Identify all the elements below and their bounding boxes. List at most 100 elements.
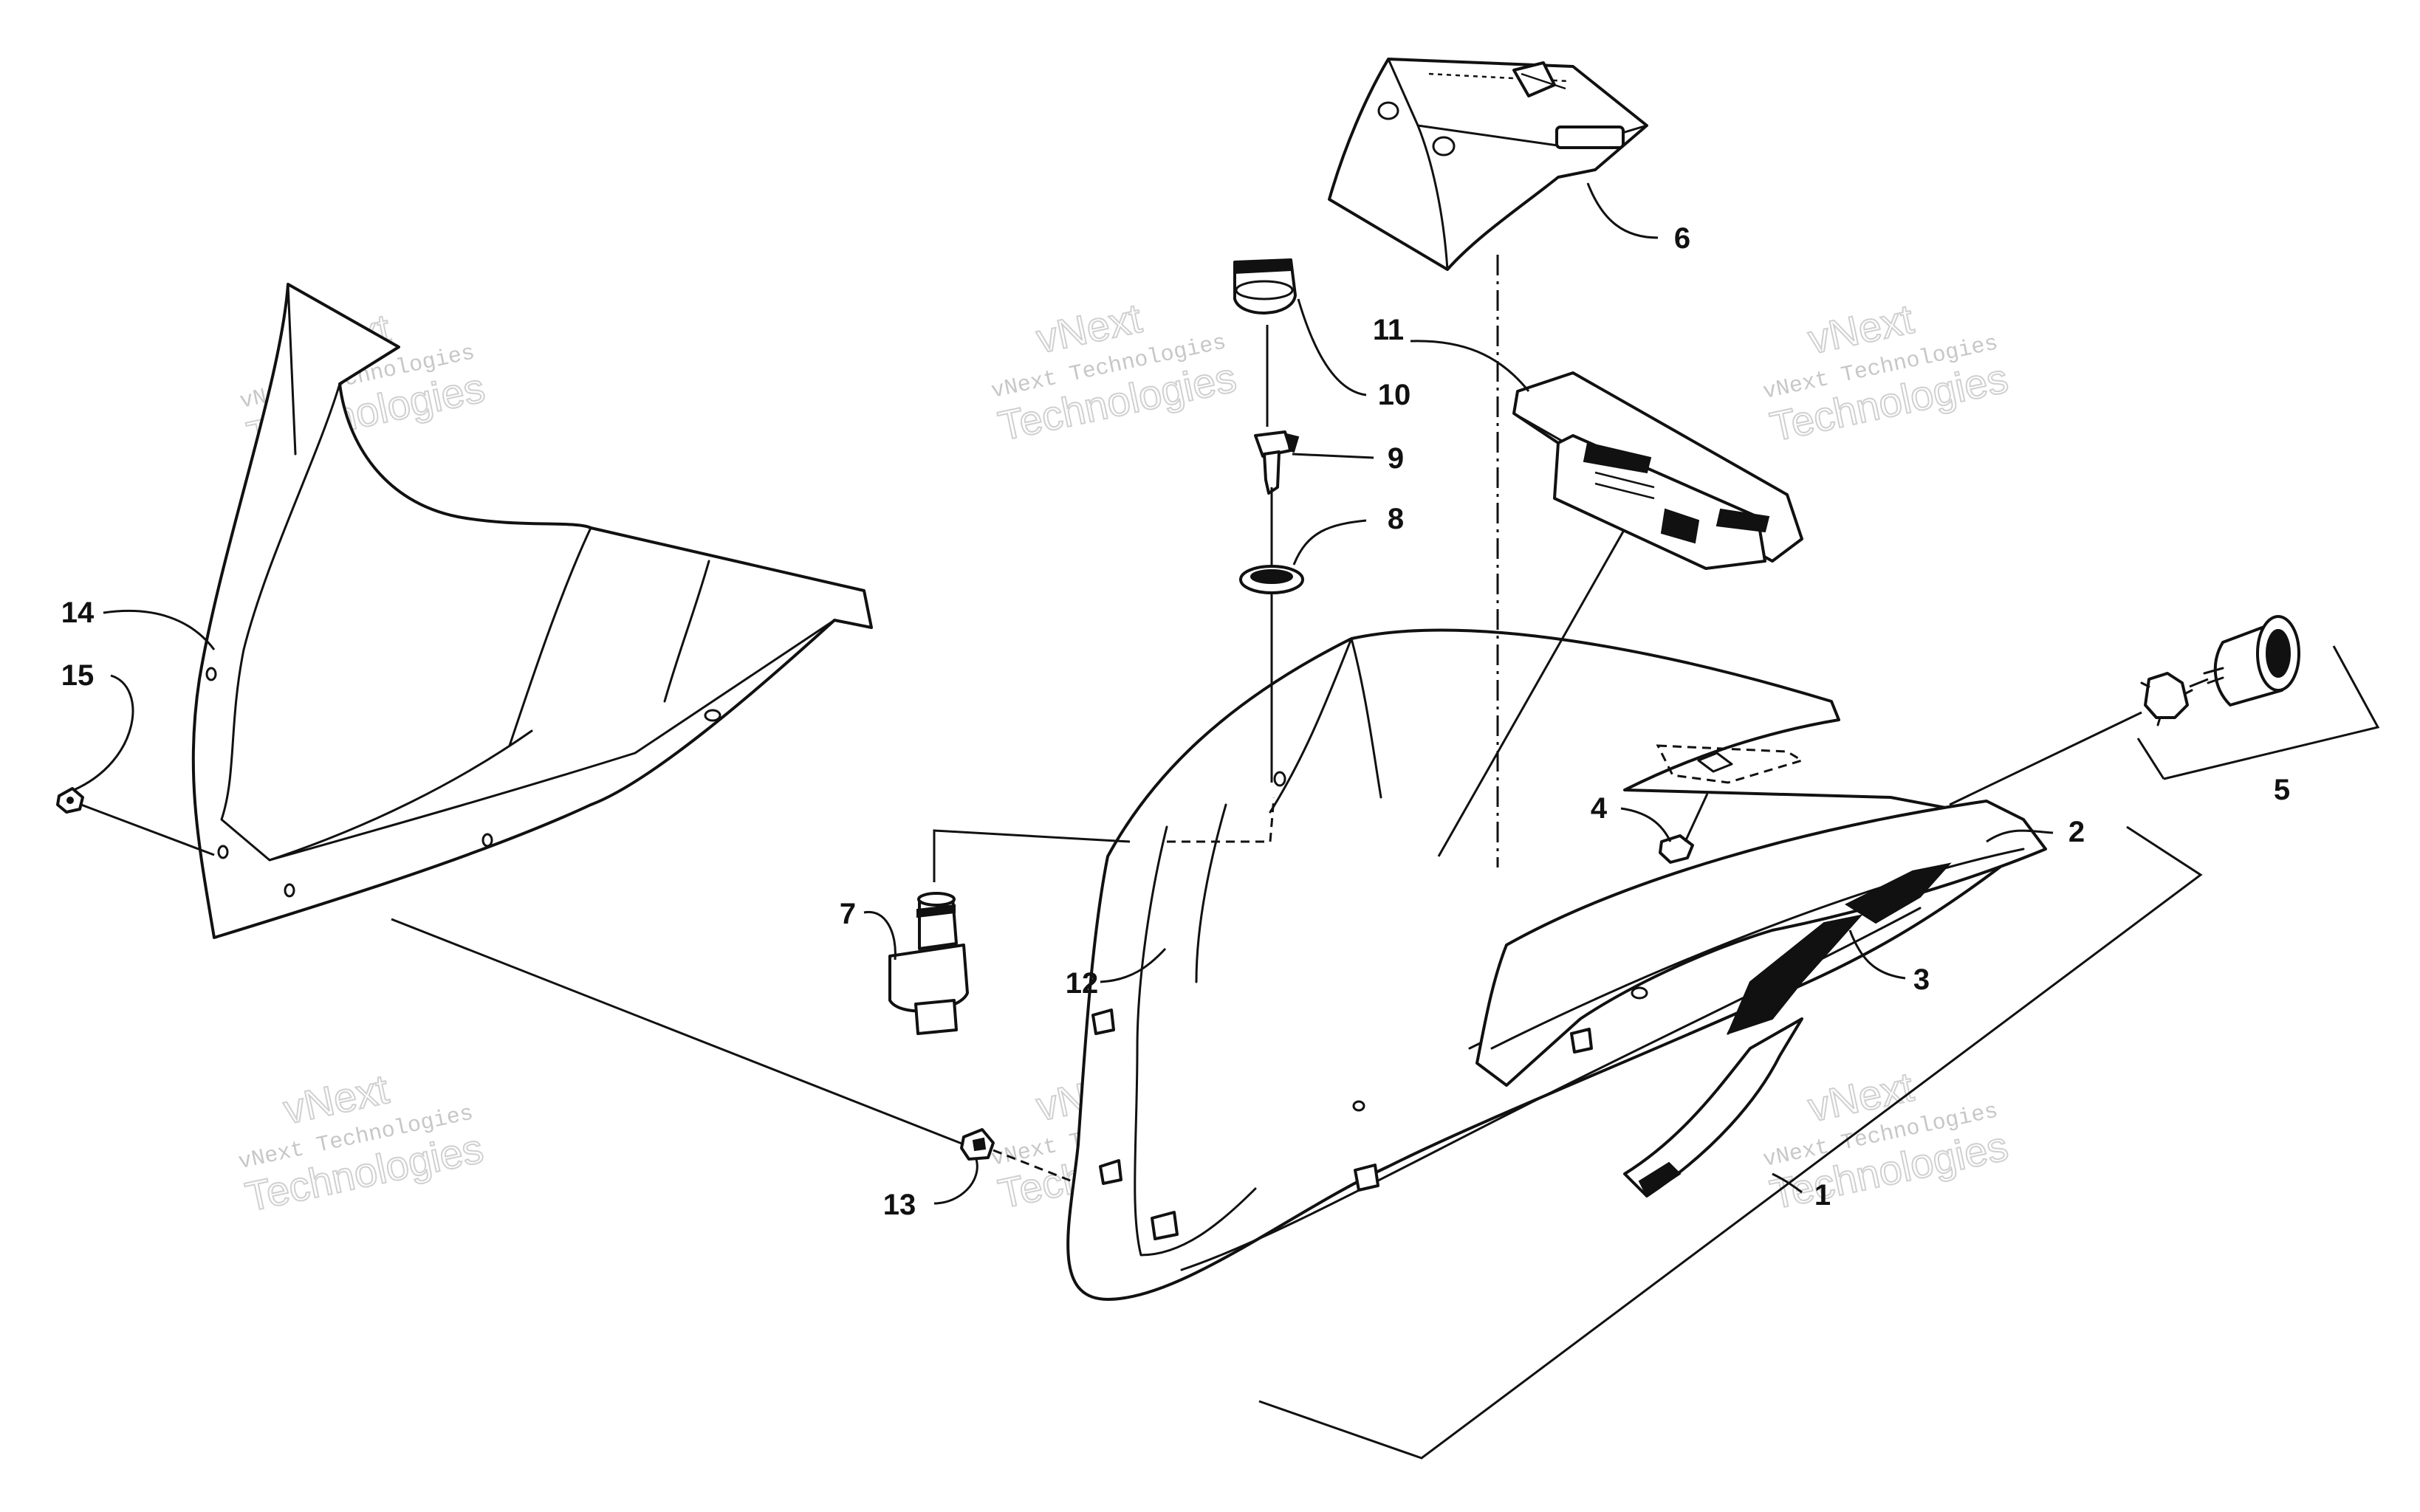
ignition-cap-body [1233, 258, 1297, 315]
hood-cap-hole [1432, 136, 1456, 157]
assembly-lines [933, 255, 2203, 1460]
callout-12: 12 [1066, 967, 1099, 1000]
clip-part [391, 918, 1105, 1195]
windshield-mount-hole [284, 883, 295, 898]
leader-14 [103, 610, 216, 650]
gauge-bracket [1583, 441, 1652, 474]
leader-3 [1848, 929, 1906, 980]
decal-part [1623, 862, 1952, 1197]
hood-mount-outline [1656, 744, 1805, 784]
gauge-bracket [1715, 508, 1770, 533]
hood-hole [1273, 771, 1286, 787]
callout-labels: 6 10 11 9 8 14 15 7 12 13 2 3 4 5 1 [61, 222, 2290, 1221]
watermark-top-right: vNext vNext Technologies Technologies [1761, 295, 2013, 451]
hood-cap-part [1328, 58, 1648, 271]
socket-nut-teeth [2140, 681, 2193, 726]
windshield-side-edge [287, 283, 297, 456]
windshield-mount-hole [205, 667, 217, 681]
ignition-key-part [1254, 430, 1300, 495]
leader-12 [1100, 947, 1167, 983]
hood-inner-panel [1134, 825, 1257, 1257]
callout-2: 2 [2068, 816, 2085, 848]
key-blade [1263, 450, 1281, 495]
watermark-top-center: vNext vNext Technologies Technologies [990, 294, 1241, 450]
decal-stripe-upper [1844, 862, 1952, 924]
switch-plug [914, 999, 958, 1035]
hood-cap-latch [1555, 126, 1625, 149]
hood-cap-clip-line [1521, 72, 1566, 90]
hood-top-screw-head [1659, 834, 1694, 864]
windshield-mount-hole [704, 709, 721, 722]
watermark-bottom-right: vNext vNext Technologies Technologies [1761, 1062, 2013, 1219]
clip-axis-dashed [993, 1149, 1105, 1195]
hood-tab [1570, 1028, 1593, 1054]
callout-3: 3 [1913, 963, 1930, 996]
gauge-connector [1660, 508, 1700, 544]
ignition-cap-part [1233, 258, 1297, 315]
hood-cap-outline [1328, 58, 1648, 271]
screw-center [66, 797, 74, 804]
hood-top-ridge [1269, 637, 1382, 814]
leader-2 [1986, 829, 2054, 843]
hood-tab [1091, 1008, 1115, 1035]
leader-15 [73, 674, 134, 791]
windshield-outline [191, 283, 873, 939]
leader-7 [863, 910, 897, 961]
windshield-bottom-edge [268, 619, 836, 862]
leader-13 [933, 1158, 978, 1205]
switch-stem-thread [916, 904, 956, 918]
callout-5: 5 [2274, 774, 2290, 806]
hood-hole [1631, 986, 1648, 1000]
switch-body [888, 944, 969, 1013]
switch-stem-top [917, 892, 956, 907]
leader-9 [1292, 453, 1374, 459]
leader-8 [1292, 519, 1367, 566]
leader-10 [1297, 298, 1367, 396]
hood-hidden-edge [1167, 797, 1275, 843]
callout-7: 7 [840, 898, 856, 930]
leader-1 [1772, 1172, 1803, 1194]
callout-15: 15 [61, 659, 95, 692]
gauge-part [1512, 371, 1803, 570]
socket-nut [2144, 672, 2189, 719]
clip-notch [972, 1137, 987, 1152]
hood-mount-detail [1697, 752, 1733, 773]
socket-terminal [2203, 667, 2224, 684]
ignition-cap-rim [1235, 280, 1294, 300]
callout-1: 1 [1814, 1179, 1831, 1212]
callout-4: 4 [1591, 792, 1608, 825]
callout-11: 11 [1373, 314, 1404, 346]
switch-leader [933, 829, 1131, 882]
hood-cap-hole [1377, 101, 1399, 120]
windshield-inner-edge [220, 382, 533, 862]
hood-tab [1354, 1164, 1379, 1192]
decal-tail [1638, 1161, 1682, 1197]
screw-axis-line [80, 803, 215, 856]
callout-13: 13 [883, 1189, 916, 1221]
power-socket-part [2136, 615, 2380, 780]
hood-top-screw-part [1659, 793, 1709, 864]
socket-axis [2189, 678, 2209, 688]
hood-cap-front-edge [1416, 124, 1449, 271]
switch-part [888, 892, 969, 1035]
decal-sweep [1727, 980, 1789, 1035]
hood-hole [1352, 1100, 1365, 1112]
windshield-mount-hole [217, 845, 229, 859]
clip-axis-line [391, 918, 964, 1146]
callout-6: 6 [1674, 222, 1690, 255]
decal-outline [1623, 1017, 1803, 1197]
hood-tab [1151, 1211, 1179, 1240]
socket-hood-line [1949, 711, 2142, 806]
windshield-part [191, 283, 873, 939]
leader-6 [1586, 182, 1659, 239]
watermark-bottom-left: vNext vNext Technologies Technologies [236, 1065, 488, 1221]
callout-10: 10 [1378, 379, 1411, 411]
ignition-cap-top [1234, 258, 1292, 275]
bezel-ring-part [1239, 565, 1304, 594]
bezel-ring-inner [1250, 569, 1293, 584]
callout-14: 14 [61, 597, 95, 629]
hood-group-bracket [1258, 825, 2203, 1460]
callout-9: 9 [1388, 442, 1404, 475]
leader-11 [1410, 340, 1530, 392]
